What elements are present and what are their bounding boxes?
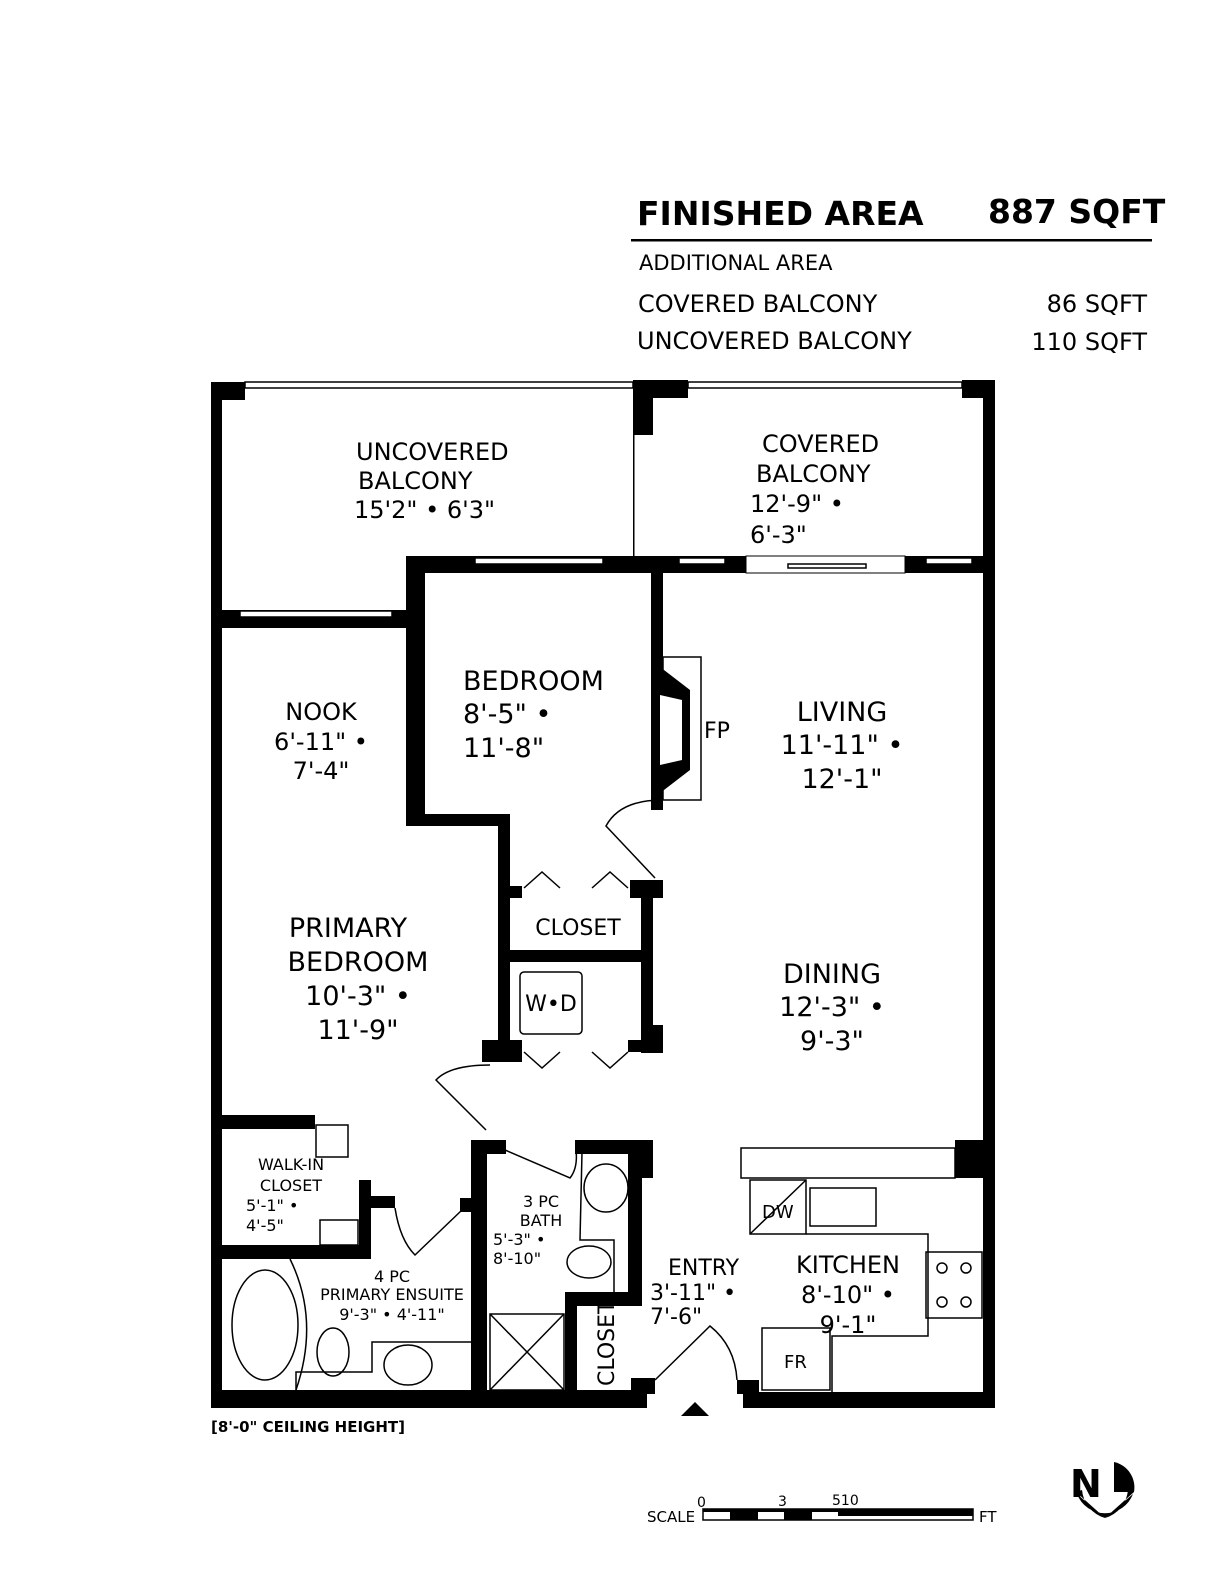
ensuite-name: 4 PC xyxy=(374,1267,410,1286)
uncovered-balcony-name-2: BALCONY xyxy=(358,467,473,495)
toilet-icon xyxy=(566,1245,612,1279)
entry-arrow-icon xyxy=(681,1402,709,1416)
fridge-icon xyxy=(761,1327,831,1391)
covered-balcony-name: COVERED xyxy=(762,430,879,458)
living-dims-2: 12'-1" xyxy=(801,764,882,795)
fixtures xyxy=(231,799,983,1416)
entry-dims-2: 7'-6" xyxy=(650,1305,702,1330)
covered-balcony-value: 86 SQFT xyxy=(1047,290,1148,318)
walk-in-closet-dims: 5'-1" • xyxy=(246,1196,298,1215)
walk-in-closet-name: WALK-IN xyxy=(258,1155,324,1174)
dining-dims-2: 9'-3" xyxy=(800,1026,864,1057)
finished-area-label: FINISHED AREA xyxy=(637,194,924,233)
room-labels: UNCOVERED BALCONY 15'2" • 6'3" COVERED B… xyxy=(246,430,903,1386)
scale-unit: FT xyxy=(979,1508,997,1526)
entry-name: ENTRY xyxy=(668,1256,740,1281)
finished-area-value: 887 SQFT xyxy=(988,192,1166,231)
ensuite-name-2: PRIMARY ENSUITE xyxy=(320,1285,464,1304)
primary-bedroom-dims-2: 11'-9" xyxy=(317,1015,398,1046)
nook-name: NOOK xyxy=(285,698,358,726)
uncovered-balcony-label: UNCOVERED BALCONY xyxy=(637,327,912,355)
north-arrow-icon: N xyxy=(1070,1462,1135,1518)
entry-closet-label: CLOSET xyxy=(595,1300,620,1386)
summary-divider xyxy=(631,239,1152,242)
bath-dims-2: 8'-10" xyxy=(493,1249,541,1268)
bath-dims: 5'-3" • xyxy=(493,1230,545,1249)
fireplace-label: FP xyxy=(704,719,730,744)
entry-dims: 3'-11" • xyxy=(650,1281,736,1306)
scale-tick: 3 xyxy=(778,1494,787,1510)
kitchen-sink-icon xyxy=(809,1187,877,1227)
additional-area-label: ADDITIONAL AREA xyxy=(639,251,833,275)
scale-tick: 0 xyxy=(697,1495,706,1511)
door-icon xyxy=(654,1324,738,1381)
covered-balcony-label: COVERED BALCONY xyxy=(638,290,878,318)
nook-dims: 6'-11" • xyxy=(274,728,368,756)
living-name: LIVING xyxy=(797,697,888,728)
door-icon xyxy=(394,1207,463,1257)
sink-icon xyxy=(383,1344,433,1386)
bedroom-name: BEDROOM xyxy=(463,666,604,697)
uncovered-balcony-name: UNCOVERED xyxy=(356,438,509,466)
fridge-label: FR xyxy=(784,1352,807,1373)
uncovered-balcony-value: 110 SQFT xyxy=(1031,328,1147,356)
closet-label: CLOSET xyxy=(535,916,621,941)
sink-icon xyxy=(583,1163,629,1213)
covered-balcony-name-2: BALCONY xyxy=(756,460,871,488)
scale-tick: 510 xyxy=(832,1493,859,1509)
stove-icon xyxy=(925,1251,983,1319)
dishwasher-label: DW xyxy=(762,1202,794,1223)
primary-bedroom-dims: 10'-3" • xyxy=(305,981,411,1012)
kitchen-dims: 8'-10" • xyxy=(801,1281,895,1309)
bedroom-dims-2: 11'-8" xyxy=(463,733,544,764)
toilet-icon xyxy=(316,1327,350,1377)
ceiling-height-note: [8'-0" CEILING HEIGHT] xyxy=(211,1418,405,1436)
walk-in-closet-dims-2: 4'-5" xyxy=(246,1216,284,1235)
bath-name-2: BATH xyxy=(520,1211,562,1230)
covered-balcony-dims: 12'-9" • xyxy=(750,490,844,518)
washer-dryer-icon xyxy=(519,971,583,1035)
nook-dims-2: 7'-4" xyxy=(293,757,350,785)
bathtub-icon xyxy=(231,1269,299,1381)
scale-bar: SCALE 0 3 510 FT xyxy=(647,1493,997,1526)
walk-in-closet-name-2: CLOSET xyxy=(260,1176,322,1195)
north-label: N xyxy=(1070,1462,1102,1506)
dishwasher-icon xyxy=(749,1179,807,1235)
door-icon xyxy=(434,1064,491,1131)
covered-balcony-dims-2: 6'-3" xyxy=(750,521,807,549)
washer-dryer-label: W•D xyxy=(525,992,577,1017)
living-dims: 11'-11" • xyxy=(781,730,904,761)
walls xyxy=(211,380,995,1408)
primary-bedroom-name: PRIMARY xyxy=(289,913,408,944)
scale-label: SCALE xyxy=(647,1508,695,1526)
door-icon xyxy=(605,799,663,879)
kitchen-name: KITCHEN xyxy=(796,1251,900,1279)
bedroom-dims: 8'-5" • xyxy=(463,699,551,730)
ensuite-dims: 9'-3" • 4'-11" xyxy=(339,1305,445,1324)
bath-name: 3 PC xyxy=(523,1192,559,1211)
door-icon xyxy=(504,1149,578,1179)
area-summary: FINISHED AREA 887 SQFT ADDITIONAL AREA C… xyxy=(631,192,1166,356)
uncovered-balcony-dims: 15'2" • 6'3" xyxy=(354,496,495,524)
shower-icon xyxy=(489,1313,565,1391)
kitchen-dims-2: 9'-1" xyxy=(820,1311,877,1339)
dining-name: DINING xyxy=(783,959,881,990)
primary-bedroom-name-2: BEDROOM xyxy=(288,947,429,978)
dining-dims: 12'-3" • xyxy=(779,992,885,1023)
